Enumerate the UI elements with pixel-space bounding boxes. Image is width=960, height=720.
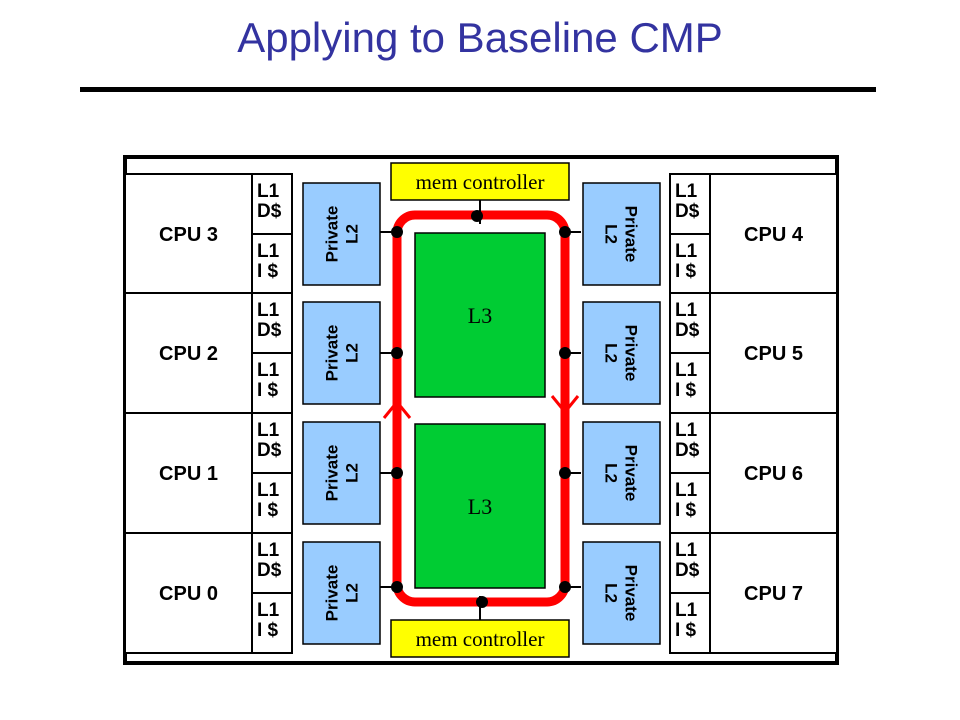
- cpu-0-l1i-box: [251, 592, 293, 654]
- cpu-7-label: CPU 7: [744, 583, 803, 605]
- cpu-6-l1d-box: [669, 412, 711, 474]
- cpu-7-l1i-box: [669, 592, 711, 654]
- mem-controller-top: [390, 162, 570, 201]
- l3-bank-top-label: L3: [468, 303, 492, 328]
- cpu-6-private-l2: [582, 421, 661, 525]
- cpu-1-private-l2: [302, 421, 381, 525]
- cpu-4-l1d-box: [669, 173, 711, 235]
- cpu-3-private-l2-label: PrivateL2: [323, 206, 362, 263]
- cpu-0-private-l2: [302, 541, 381, 645]
- cpu-0-private-l2-label: PrivateL2: [323, 565, 362, 622]
- cpu-1-box: [124, 412, 253, 534]
- cpu-3-box: [124, 173, 253, 295]
- cpu-7-private-l2-label: PrivateL2: [602, 565, 641, 622]
- cpu-0-box: [124, 532, 253, 654]
- cpu-3-l1i-box: [251, 233, 293, 295]
- cpu-3-label: CPU 3: [159, 224, 218, 246]
- cpu-5-private-l2-label: PrivateL2: [602, 325, 641, 382]
- l3-bank-bottom: [414, 423, 546, 589]
- ring-nodes: [391, 210, 571, 608]
- cpu-5-private-l2: [582, 301, 661, 405]
- cpu-7-private-l2: [582, 541, 661, 645]
- cpu-1-private-l2-label: PrivateL2: [323, 445, 362, 502]
- cpu-0-l1d-box: [251, 532, 293, 594]
- l3-bank-bottom-label: L3: [468, 494, 492, 519]
- cpu-6-private-l2-label: PrivateL2: [602, 445, 641, 502]
- ring-arrow-up: [382, 399, 412, 419]
- cpu-4-label: CPU 4: [744, 224, 804, 246]
- cpu-1-l1i-box: [251, 472, 293, 534]
- l3-bank-top: [414, 232, 546, 398]
- title-underline: [80, 87, 876, 92]
- cpu-2-label: CPU 2: [159, 343, 218, 365]
- cpu-1-label: CPU 1: [159, 463, 218, 485]
- cpu-6-box: [709, 412, 838, 534]
- ring-arrow-down: [550, 395, 580, 415]
- cpu-2-l1i-box: [251, 352, 293, 414]
- cpu-2-private-l2-label: PrivateL2: [323, 325, 362, 382]
- cpu-2-private-l2: [302, 301, 381, 405]
- cpu-4-private-l2-label: PrivateL2: [602, 206, 641, 263]
- cpu-7-box: [709, 532, 838, 654]
- mem-controller-bottom-label: mem controller: [416, 627, 545, 651]
- cpu-7-l1d-box: [669, 532, 711, 594]
- cpu-6-label: CPU 6: [744, 463, 803, 485]
- slide-title: Applying to Baseline CMP: [237, 14, 723, 61]
- mem-controller-top-label: mem controller: [416, 170, 545, 194]
- cpu-4-private-l2: [582, 182, 661, 286]
- mem-controller-bottom: [390, 619, 570, 658]
- cpu-5-label: CPU 5: [744, 343, 803, 365]
- cpu-4-l1i-box: [669, 233, 711, 295]
- cpu-3-private-l2: [302, 182, 381, 286]
- cpu-5-l1d-box: [669, 292, 711, 354]
- cpu-5-box: [709, 292, 838, 414]
- cpu-3-l1d-box: [251, 173, 293, 235]
- cpu-2-l1d-box: [251, 292, 293, 354]
- cpu-0-label: CPU 0: [159, 583, 218, 605]
